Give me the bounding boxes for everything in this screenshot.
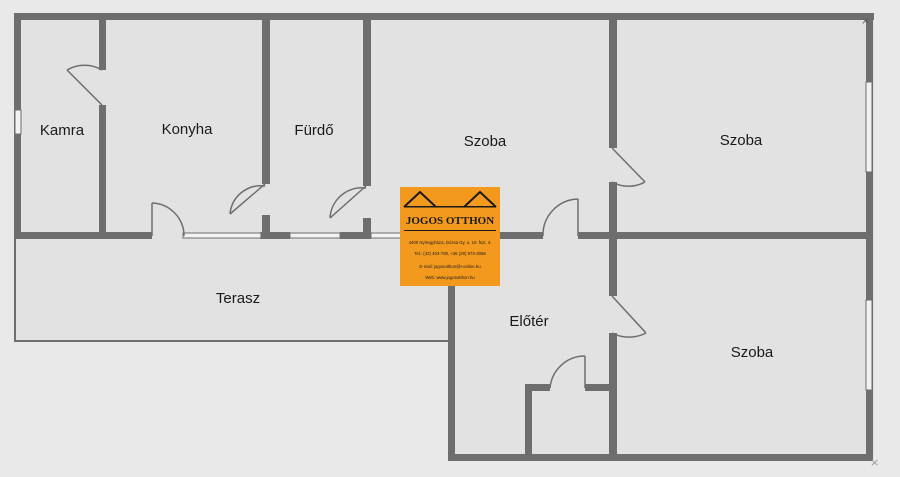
plan-fill-terrace bbox=[14, 239, 448, 342]
room-label-szoba-2: Szoba bbox=[720, 132, 763, 149]
logo-web: Web: www.jogosotthon.hu bbox=[425, 275, 475, 280]
walls bbox=[14, 13, 874, 461]
corner-mark-icon: × bbox=[870, 456, 879, 469]
doors bbox=[66, 64, 647, 389]
corner-mark-icon: × bbox=[861, 14, 870, 27]
logo-address: 4400 Nyíregyháza, Dózsa Gy. u. 10. fszt.… bbox=[409, 240, 492, 245]
logo-sign: JOGOS OTTHON 4400 Nyíregyháza, Dózsa Gy.… bbox=[400, 187, 500, 286]
room-label-eloter: Előtér bbox=[509, 313, 548, 330]
windows bbox=[14, 81, 873, 391]
logo-background bbox=[400, 187, 500, 286]
room-label-terasz: Terasz bbox=[216, 290, 260, 307]
plan-fill-lower bbox=[448, 239, 874, 459]
logo-name: JOGOS OTTHON bbox=[406, 215, 494, 227]
house-roof-icon bbox=[403, 190, 497, 208]
room-label-furdo: Fürdő bbox=[294, 122, 333, 139]
room-label-szoba-3: Szoba bbox=[731, 344, 774, 361]
room-label-konyha: Konyha bbox=[162, 121, 214, 138]
logo-phone: Tel.: (42) 403-708, +36 (20) 973-3068 bbox=[414, 251, 486, 256]
room-label-kamra: Kamra bbox=[40, 122, 85, 139]
logo-email: E-mail: jogosotthon@t-online.hu bbox=[419, 264, 481, 269]
room-label-szoba-1: Szoba bbox=[464, 133, 507, 150]
